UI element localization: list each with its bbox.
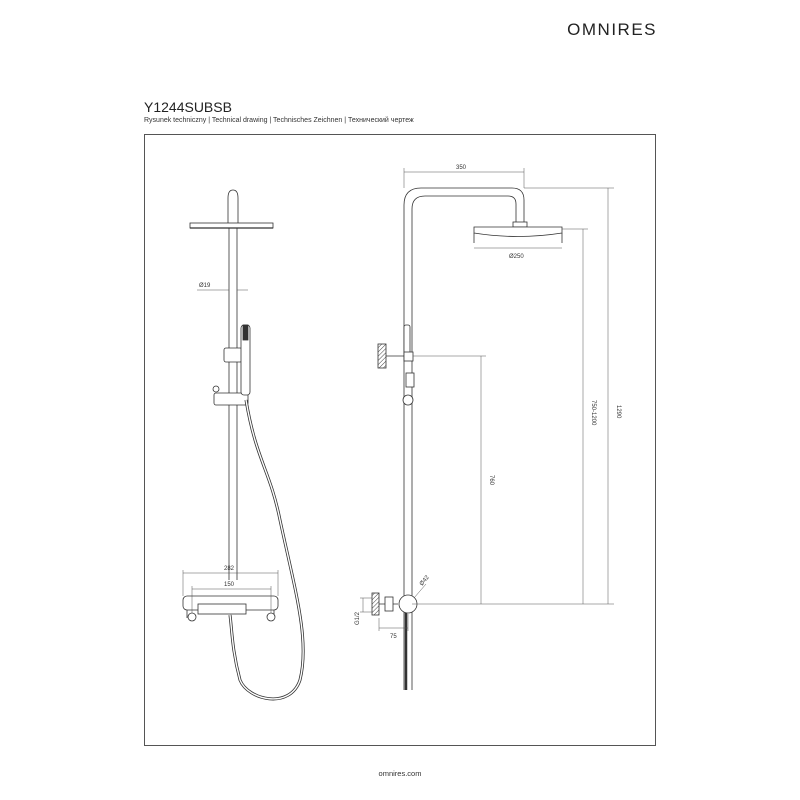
dim-mixer-width: 282 [224, 566, 235, 572]
model-number: Y1244SUBSB [144, 99, 232, 115]
dim-total-height: 1290 [615, 405, 621, 419]
dim-height-range: 750-1200 [590, 400, 596, 426]
dim-mixer-spacing: 150 [224, 582, 235, 588]
dim-head-diameter: Ø250 [509, 254, 524, 260]
dim-slider-height: 760 [488, 475, 494, 486]
side-dimensions [360, 168, 614, 631]
drawing-frame [144, 134, 656, 746]
front-view [182, 189, 305, 701]
drawing-subtitle: Rysunek techniczny | Technical drawing |… [144, 117, 414, 124]
side-view [371, 187, 563, 690]
footer-website: omnires.com [378, 769, 422, 778]
dim-wall-offset: 75 [390, 634, 397, 640]
dim-thread: G1/2 [355, 611, 361, 625]
dim-pipe-diameter: Ø19 [199, 283, 211, 289]
dim-connector-diameter: Ø42 [419, 574, 431, 587]
front-dimensions [182, 289, 279, 613]
brand-logo: OMNIRES [567, 20, 657, 39]
dim-arm-length: 350 [456, 165, 467, 171]
